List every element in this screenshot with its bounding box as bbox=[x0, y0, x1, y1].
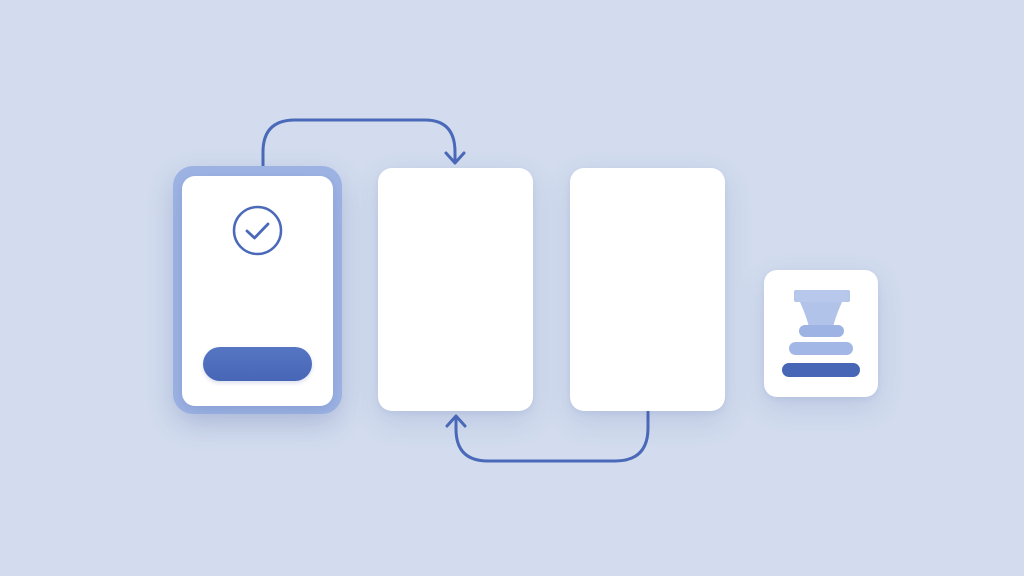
bottom-arrow-path bbox=[454, 410, 650, 463]
top-arrow-head-icon bbox=[444, 151, 466, 165]
bottom-arrow-head-icon bbox=[445, 414, 467, 428]
check-circle-icon bbox=[232, 205, 283, 256]
card-1-selected[interactable] bbox=[182, 176, 333, 406]
card-3[interactable] bbox=[570, 168, 725, 411]
card-2[interactable] bbox=[378, 168, 533, 411]
layers-stack-icon bbox=[782, 290, 860, 377]
card-action-button[interactable] bbox=[203, 347, 312, 381]
layers-stack-tile[interactable] bbox=[764, 270, 878, 397]
top-arrow-path bbox=[261, 118, 457, 168]
